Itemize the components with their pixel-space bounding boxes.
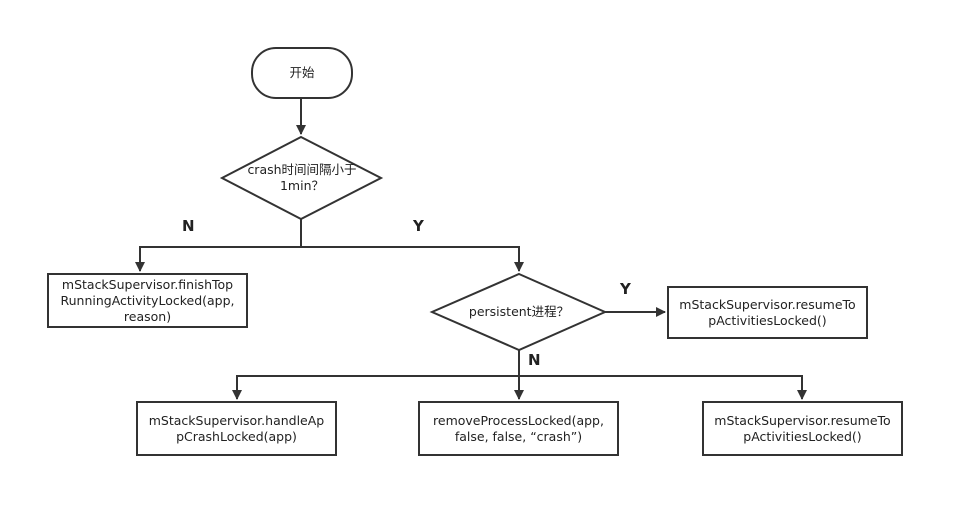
- crash-yes-label: Y: [413, 217, 424, 235]
- persistent-yes-label: Y: [620, 280, 631, 298]
- persistent-no-label: N: [528, 351, 541, 369]
- crash-no-label: N: [182, 217, 195, 235]
- edge-crash-no: [135, 246, 301, 272]
- remove-process-label: removeProcessLocked(app, false, false, “…: [433, 412, 604, 444]
- resume-top-box-2: [702, 401, 903, 456]
- resume-top-label-1: mStackSupervisor.resumeTo pActivitiesLoc…: [679, 296, 856, 328]
- resume-top-box-1: [667, 286, 868, 339]
- edge-to-handle-crash: [232, 375, 519, 400]
- handle-crash-label: mStackSupervisor.handleAp pCrashLocked(a…: [148, 412, 325, 444]
- finish-top-label: mStackSupervisor.finishTop RunningActivi…: [60, 276, 235, 324]
- persistent-decision-label: persistent进程？: [468, 304, 570, 319]
- finish-top-box: [47, 273, 248, 328]
- edge-crash-yes: [301, 246, 524, 272]
- handle-crash-box: [136, 401, 337, 456]
- edge-to-resume-top-2: [519, 375, 807, 400]
- resume-top-label-2: mStackSupervisor.resumeTo pActivitiesLoc…: [714, 412, 891, 444]
- remove-process-box: [418, 401, 619, 456]
- start-node-label: 开始: [289, 65, 315, 80]
- crash-decision-label: crash时间间隔小于 1min？: [247, 162, 357, 193]
